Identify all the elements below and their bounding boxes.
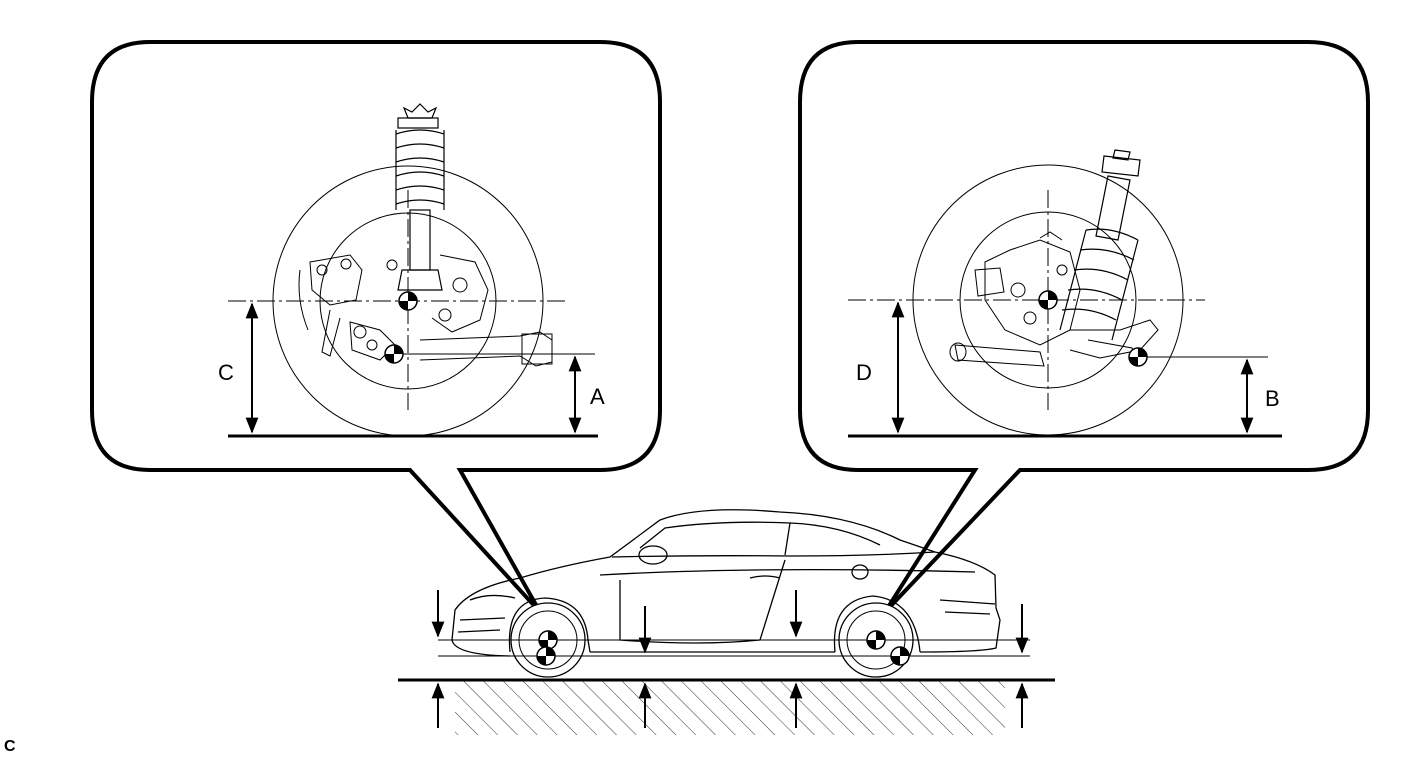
front-callout-frame [90,40,662,614]
ground-hatch [455,680,1005,735]
rear-suspension-callout: D B [798,40,1370,614]
front-strut-drawing [395,103,445,291]
front-wheel-center-point-icon [538,630,558,650]
front-axle-measuring-point-icon [398,291,418,311]
rear-shock-drawing [1059,149,1141,341]
rear-height-label: D [856,360,872,385]
rear-callout-frame [798,40,1370,614]
front-arm-height-label: A [590,384,605,409]
vehicle-side-view [398,509,1055,735]
front-height-label: C [218,360,234,385]
rear-arm-height-label: B [1265,386,1280,411]
rear-arm-point-icon [890,646,910,666]
rear-arm-measuring-point-icon [1128,347,1148,367]
front-suspension-callout: C A [90,40,662,614]
height-arrows [431,590,1029,728]
rear-axle-measuring-point-icon [1038,290,1058,310]
front-arm-point-icon [536,646,556,666]
vehicle-outline [451,509,1001,657]
corner-code: C [4,738,16,755]
front-arm-measuring-point-icon [384,344,404,364]
rear-wheel-center-point-icon [866,630,886,650]
rear-knuckle-drawing [949,231,1159,367]
